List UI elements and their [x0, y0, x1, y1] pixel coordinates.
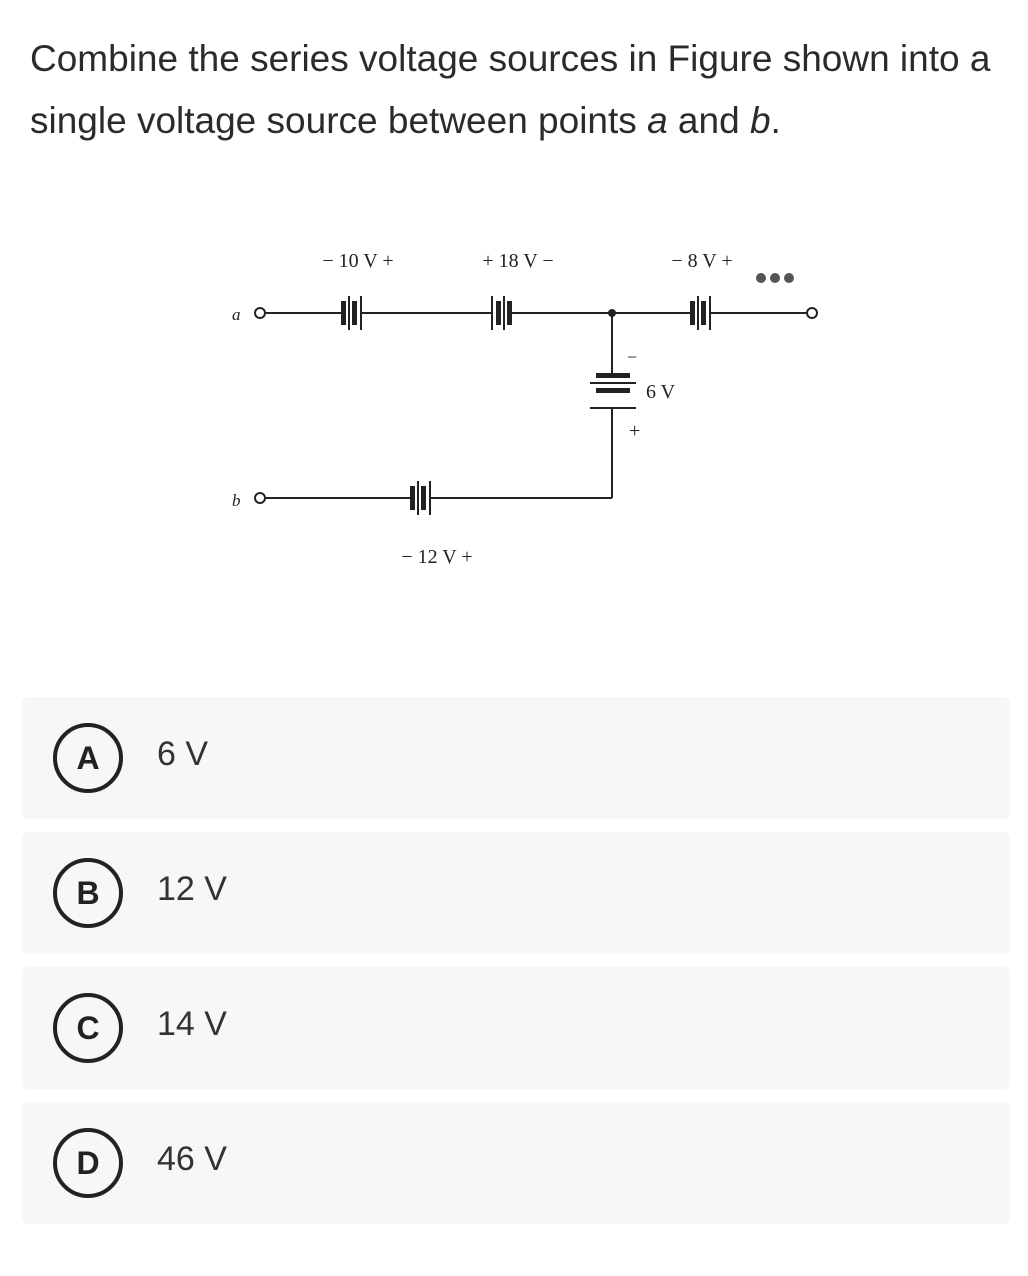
battery-8v	[690, 296, 711, 330]
option-letter-badge: D	[53, 1128, 123, 1198]
point-b: b	[749, 100, 771, 141]
option-letter-badge: B	[53, 858, 123, 928]
label-18v: + 18 V −	[482, 250, 553, 272]
more-icon[interactable]	[756, 273, 794, 283]
option-a[interactable]: A 6 V	[22, 697, 1010, 819]
question-end: .	[770, 100, 781, 141]
label-6v-minus: −	[627, 347, 637, 367]
label-6v-plus: +	[629, 420, 640, 442]
question-text: Combine the series voltage sources in Fi…	[30, 28, 1010, 152]
option-text: 6 V	[157, 735, 209, 773]
option-text: 14 V	[157, 1005, 227, 1043]
option-d[interactable]: D 46 V	[22, 1102, 1010, 1224]
circuit-diagram: a b − 10 V + + 18 V − − 8 V + 6 V − + − …	[232, 250, 818, 568]
battery-6v	[590, 373, 636, 409]
option-text: 46 V	[157, 1140, 227, 1178]
label-8v: − 8 V +	[671, 250, 732, 272]
battery-12v	[410, 481, 431, 515]
label-10v: − 10 V +	[322, 250, 393, 272]
option-letter-badge: A	[53, 723, 123, 793]
battery-18v	[491, 296, 512, 330]
terminal-b-label: b	[232, 491, 241, 510]
question-and: and	[667, 100, 750, 141]
terminal-a-label: a	[232, 305, 241, 324]
option-text: 12 V	[157, 870, 227, 908]
label-6v: 6 V	[646, 381, 676, 403]
battery-10v	[341, 296, 362, 330]
option-b[interactable]: B 12 V	[22, 832, 1010, 954]
label-12v: − 12 V +	[401, 546, 472, 568]
point-a: a	[647, 100, 668, 141]
option-c[interactable]: C 14 V	[22, 967, 1010, 1089]
option-letter-badge: C	[53, 993, 123, 1063]
question-body: Combine the series voltage sources in Fi…	[30, 38, 991, 141]
